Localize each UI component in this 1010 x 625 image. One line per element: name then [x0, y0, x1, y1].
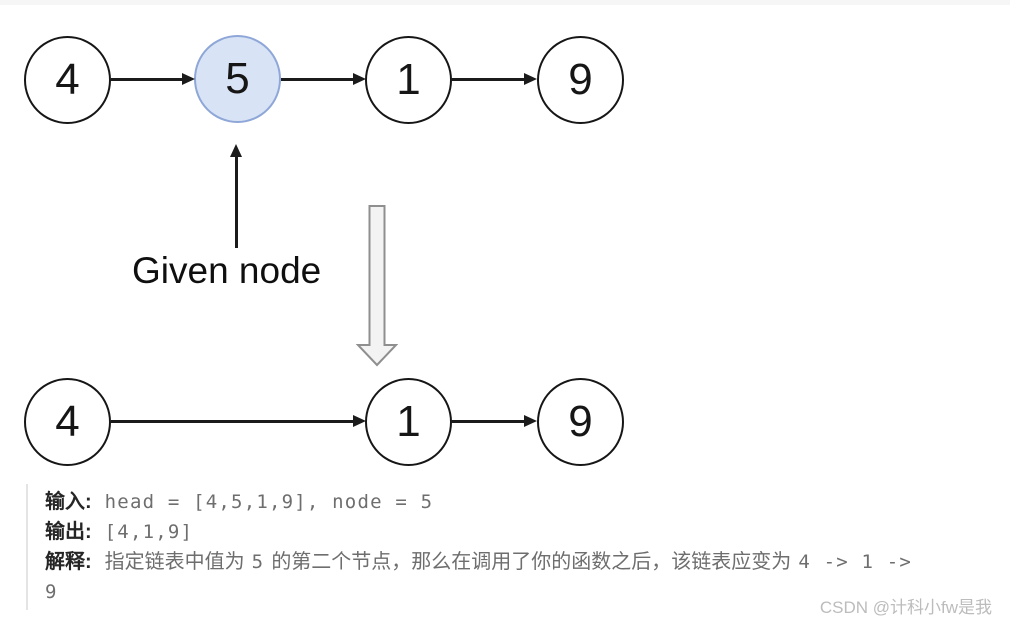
arrow-shaft	[281, 78, 355, 81]
top-list-node-5-given: 5	[194, 35, 281, 123]
arrow-head-icon	[524, 415, 537, 427]
page-top-strip	[0, 0, 1010, 5]
explain-code-node-value: 5	[251, 551, 265, 573]
arrow-shaft	[451, 78, 526, 81]
node-value: 9	[568, 397, 593, 446]
explain-text: 的第二个节点，那么在调用了你的函数之后，该链表应变为	[271, 551, 792, 573]
top-list-node-4: 4	[24, 36, 111, 124]
arrow-top-1-to-9	[451, 73, 537, 86]
output-label: 输出:	[45, 521, 92, 543]
arrow-shaft	[235, 156, 238, 248]
example-input-line: 输入: head = [4,5,1,9], node = 5	[45, 487, 995, 517]
example-explain-wrap-line: 9	[45, 577, 995, 607]
arrow-bottom-4-to-1	[111, 415, 366, 428]
arrow-bottom-1-to-9	[451, 415, 537, 428]
arrow-shaft	[111, 420, 355, 423]
transform-down-arrow-icon	[355, 205, 399, 367]
arrow-head-icon	[353, 73, 366, 85]
input-label: 输入:	[45, 491, 92, 513]
arrow-head-icon	[182, 73, 195, 85]
node-value: 1	[396, 397, 421, 446]
top-list-node-9: 9	[537, 36, 624, 124]
given-node-pointer-arrow	[230, 144, 243, 248]
node-value: 1	[396, 55, 421, 104]
bottom-list-node-1: 1	[365, 378, 452, 466]
arrow-top-5-to-1	[281, 73, 366, 86]
arrow-head-icon	[524, 73, 537, 85]
example-output-line: 输出: [4,1,9]	[45, 517, 995, 547]
explain-code-wrapped: 9	[45, 581, 58, 603]
example-explain-line: 解释: 指定链表中值为 5 的第二个节点，那么在调用了你的函数之后，该链表应变为 4 -…	[45, 547, 995, 577]
explain-text: 指定链表中值为	[104, 551, 245, 573]
arrow-shaft	[451, 420, 526, 423]
node-value: 4	[55, 397, 80, 446]
output-code: [4,1,9]	[104, 521, 194, 543]
explain-code-result: 4 -> 1 ->	[798, 551, 913, 573]
csdn-watermark: CSDN @计科小fw是我	[819, 598, 992, 617]
arrow-top-4-to-5	[111, 73, 195, 86]
arrow-shaft	[111, 78, 184, 81]
arrow-head-icon	[353, 415, 366, 427]
arrow-head-up-icon	[230, 144, 242, 157]
top-list-node-1: 1	[365, 36, 452, 124]
node-value: 4	[55, 55, 80, 104]
given-node-label: Given node	[132, 250, 322, 291]
bottom-list-node-9: 9	[537, 378, 624, 466]
explain-label: 解释:	[45, 551, 92, 573]
input-code: head = [4,5,1,9], node = 5	[104, 491, 434, 513]
node-value: 9	[568, 55, 593, 104]
example-block: 输入: head = [4,5,1,9], node = 5 输出: [4,1,9]…	[26, 484, 995, 610]
bottom-list-node-4: 4	[24, 378, 111, 466]
node-value: 5	[225, 54, 250, 103]
